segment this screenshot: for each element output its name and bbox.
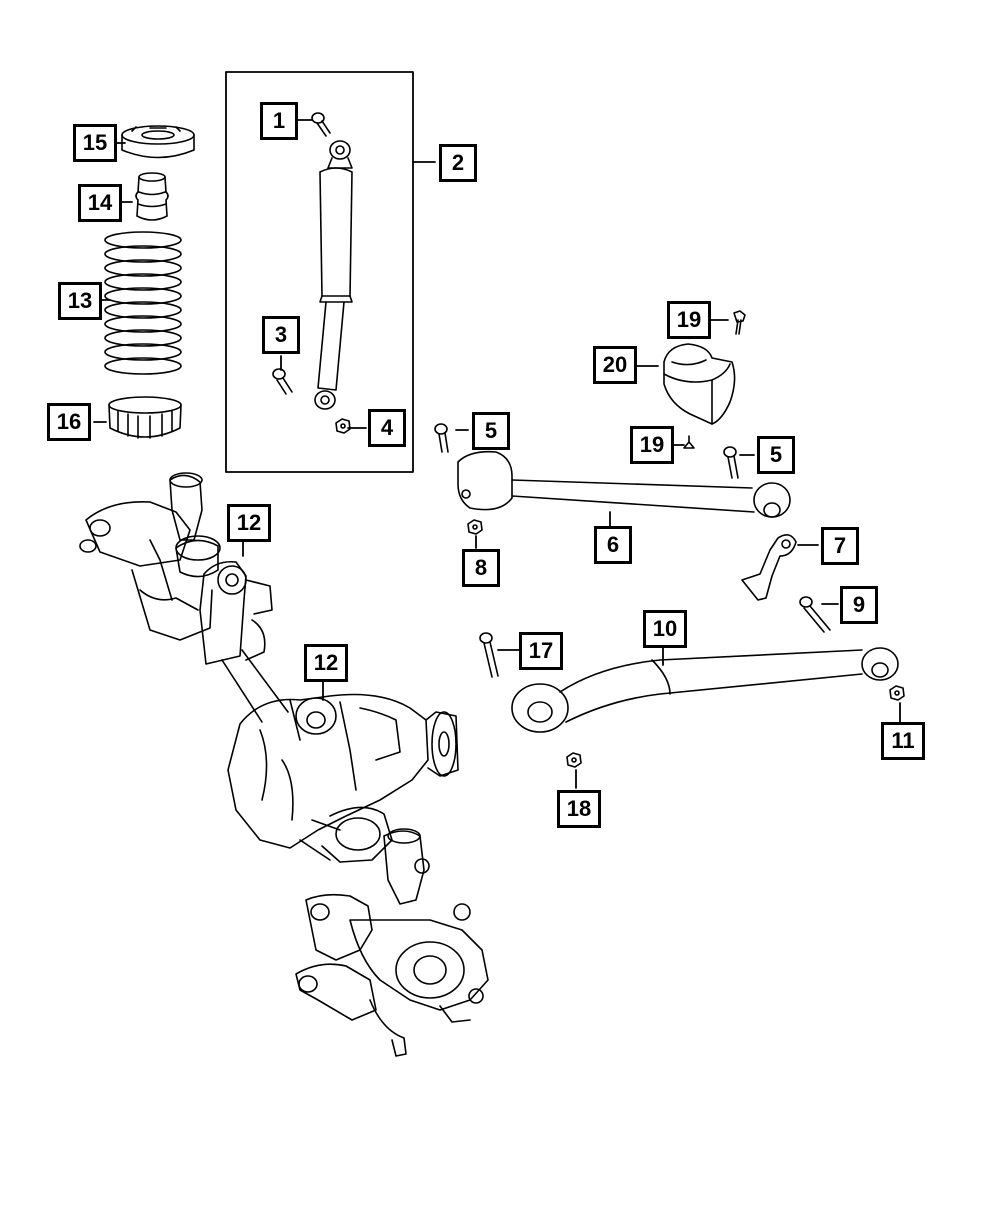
jounce-bumper-drawing xyxy=(135,172,169,221)
callout-1[interactable]: 1 xyxy=(260,102,298,140)
callout-11[interactable]: 11 xyxy=(881,722,925,760)
callout-6[interactable]: 6 xyxy=(594,526,632,564)
spring-upper-isolator-drawing xyxy=(121,125,195,159)
callout-17[interactable]: 17 xyxy=(519,632,563,670)
callout-5a[interactable]: 5 xyxy=(472,412,510,450)
callout-12a[interactable]: 12 xyxy=(227,504,271,542)
screw-top-drawing xyxy=(733,310,746,335)
screw-mid-drawing xyxy=(683,435,695,449)
callout-18[interactable]: 18 xyxy=(557,790,601,828)
callout-14[interactable]: 14 xyxy=(78,184,122,222)
shock-absorber-drawing xyxy=(314,140,353,410)
callout-12b[interactable]: 12 xyxy=(304,644,348,682)
shock-assembly-frame xyxy=(225,71,414,473)
nut-8-drawing xyxy=(467,519,483,535)
callout-16[interactable]: 16 xyxy=(47,403,91,441)
callout-2[interactable]: 2 xyxy=(439,144,477,182)
callout-19b[interactable]: 19 xyxy=(630,426,674,464)
callout-15[interactable]: 15 xyxy=(73,124,117,162)
spring-lower-isolator-drawing xyxy=(108,396,182,439)
callout-3[interactable]: 3 xyxy=(262,316,300,354)
callout-4[interactable]: 4 xyxy=(368,409,406,447)
axle-assembly-drawing xyxy=(79,472,489,1057)
callout-5b[interactable]: 5 xyxy=(757,436,795,474)
control-arm-bolts-drawing xyxy=(434,423,739,479)
nut-18-drawing xyxy=(566,752,582,768)
shock-nut-drawing xyxy=(335,418,351,434)
upper-control-arm-drawing xyxy=(457,450,791,518)
callout-8[interactable]: 8 xyxy=(462,549,500,587)
bolt-17-drawing xyxy=(479,632,499,678)
lower-control-arm-drawing xyxy=(511,647,899,733)
bolt-9-drawing xyxy=(799,596,831,633)
coil-spring-drawing xyxy=(104,231,182,375)
callout-7[interactable]: 7 xyxy=(821,527,859,565)
shock-upper-bolt-drawing xyxy=(311,112,331,137)
cap-drawing xyxy=(663,343,736,425)
callout-19a[interactable]: 19 xyxy=(667,301,711,339)
callout-9[interactable]: 9 xyxy=(840,586,878,624)
nut-11-drawing xyxy=(889,685,905,701)
callout-20[interactable]: 20 xyxy=(593,346,637,384)
shock-lower-bolt-drawing xyxy=(272,368,293,395)
bracket-drawing xyxy=(741,534,797,601)
callout-10[interactable]: 10 xyxy=(643,610,687,648)
callout-13[interactable]: 13 xyxy=(58,282,102,320)
